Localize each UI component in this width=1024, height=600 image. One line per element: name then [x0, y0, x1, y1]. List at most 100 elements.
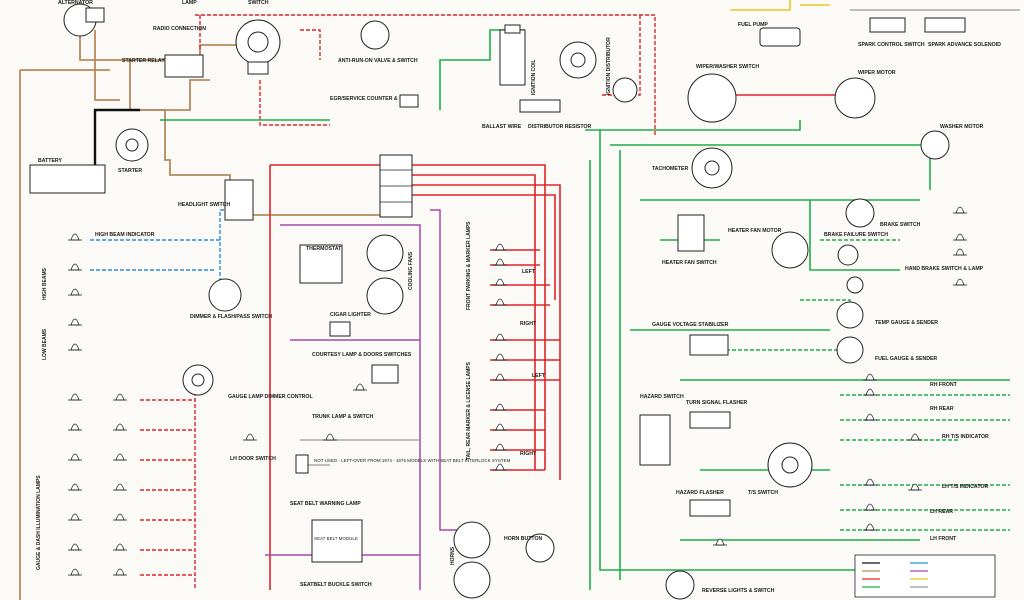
alternator-plug	[85, 7, 105, 23]
service-counter-lamp	[399, 94, 419, 108]
lamp-bulb	[908, 433, 922, 441]
label-lh-front: LH Front	[930, 536, 957, 542]
reverse-switch	[665, 570, 695, 600]
alternator	[63, 3, 105, 37]
seat-belt-module	[311, 519, 363, 563]
wire-red-dash-1	[195, 14, 656, 135]
label-spark-control: Spark Control Switch	[858, 42, 925, 48]
ignition-distributor-core	[570, 52, 586, 68]
ignition-coil-cap	[504, 24, 521, 34]
ignition-coil	[499, 29, 526, 86]
lamp-bulb	[113, 393, 127, 401]
fuel-pump	[759, 27, 801, 47]
label-wiper-switch: Wiper/Washer Switch	[696, 64, 759, 70]
ts-switch-core	[781, 456, 799, 474]
battery	[29, 164, 106, 194]
wire-red-4	[410, 174, 536, 470]
label-high-beams: High Beams	[42, 267, 48, 300]
label-ts-flasher: Turn Signal Flasher	[686, 400, 748, 406]
temp-gauge	[836, 301, 864, 329]
label-cigar: Cigar Lighter	[330, 312, 371, 318]
lamp-bulb	[493, 443, 507, 451]
label-switch-top: Switch	[248, 0, 269, 6]
wire-red-5	[410, 184, 561, 480]
lamp-bulb	[493, 373, 507, 381]
lamp-bulb	[68, 543, 82, 551]
label-right-rear: Right	[520, 451, 537, 457]
label-heater-fan-motor: Heater Fan Motor	[728, 228, 782, 234]
label-rh-ts-ind: RH T/S Indicator	[942, 434, 989, 440]
lamp-bulb	[863, 523, 877, 531]
starter-relay-box	[164, 54, 204, 78]
brake-failure-switch	[837, 244, 859, 266]
label-hazard-switch: Hazard Switch	[640, 394, 684, 400]
wire-green-4	[599, 130, 920, 571]
hand-brake-switch	[846, 276, 864, 294]
lamp-bulb	[863, 373, 877, 381]
brake-switch	[845, 198, 875, 228]
label-gauge-dash: Gauge & Dash Illumination Lamps	[36, 475, 42, 570]
wire-black-2	[93, 108, 140, 165]
label-brake-switch: Brake Switch	[880, 222, 921, 228]
lamp-bulb	[493, 423, 507, 431]
lamp-bulb	[113, 483, 127, 491]
label-left-rear: Left	[532, 373, 546, 379]
label-tail-lamps: Tail, Rear Marker & License Lamps	[466, 361, 472, 460]
lamp-bulb	[113, 513, 127, 521]
label-high-beam-ind: High Beam Indicator	[95, 232, 155, 238]
lamp-bulb	[353, 383, 367, 391]
dimmer-switch	[208, 278, 242, 312]
label-fuel-gauge: Fuel Gauge & Sender	[875, 356, 937, 362]
lamp-bulb	[68, 513, 82, 521]
thermostat	[299, 244, 343, 284]
lamp-bulb	[908, 483, 922, 491]
label-starter-relay: Starter Relay	[122, 58, 165, 64]
label-courtesy: Courtesy Lamp & Doors Switches	[312, 352, 412, 358]
cigar-lighter	[329, 321, 351, 337]
lamp-bulb	[68, 233, 82, 241]
lamp-bulb	[323, 433, 337, 441]
lamp-bulb	[68, 288, 82, 296]
wire-tan-1	[79, 20, 231, 190]
lamp-bulb	[68, 423, 82, 431]
label-dimmer-switch: Dimmer & Flash/Pass Switch	[190, 314, 272, 320]
lamp-bulb	[863, 413, 877, 421]
lamp-bulb	[243, 433, 257, 441]
label-reverse: Reverse Lights & Switch	[702, 588, 775, 594]
lamp-bulb	[68, 568, 82, 576]
headlight-switch	[224, 179, 254, 221]
lh-door-switch	[295, 454, 309, 474]
horn-button	[525, 533, 555, 563]
lamp-bulb	[493, 278, 507, 286]
lamp-bulb	[68, 483, 82, 491]
label-lh-ts-ind: LH T/S Indicator	[942, 484, 988, 490]
label-rh-front: RH Front	[930, 382, 958, 388]
wire-key-box	[854, 554, 996, 598]
lamp-bulb	[953, 206, 967, 214]
heater-fan-switch	[677, 214, 705, 252]
wire-green-10	[809, 200, 900, 271]
fuel-gauge	[836, 336, 864, 364]
label-wiper-motor: Wiper Motor	[858, 70, 896, 76]
anti-run-on-valve	[360, 20, 390, 50]
lamp-bulb	[713, 538, 727, 546]
wire-tan-3	[140, 79, 210, 111]
lamp-bulb	[493, 333, 507, 341]
label-ts-switch: T/S Switch	[748, 490, 778, 496]
ignition-switch-core	[247, 31, 269, 53]
label-fuel-pump: Fuel Pump	[738, 22, 768, 28]
label-service-counter: EGR/Service Counter & Lamp	[330, 96, 414, 102]
ignition-switch-base	[247, 61, 269, 75]
label-spark-advance: Spark Advance Solenoid	[928, 42, 1001, 48]
lamp-bulb	[68, 263, 82, 271]
wiper-motor	[834, 77, 876, 119]
label-headlight-switch: Headlight Switch	[178, 202, 230, 208]
label-horns: Horns	[450, 546, 456, 565]
hazard-switch	[639, 414, 671, 466]
lamp-bulb	[113, 543, 127, 551]
lamp-bulb	[953, 278, 967, 286]
gauge-voltage-stabilizer	[689, 334, 729, 356]
label-thermostat: Thermostat	[306, 246, 342, 252]
label-trunk: Trunk Lamp & Switch	[312, 414, 374, 420]
